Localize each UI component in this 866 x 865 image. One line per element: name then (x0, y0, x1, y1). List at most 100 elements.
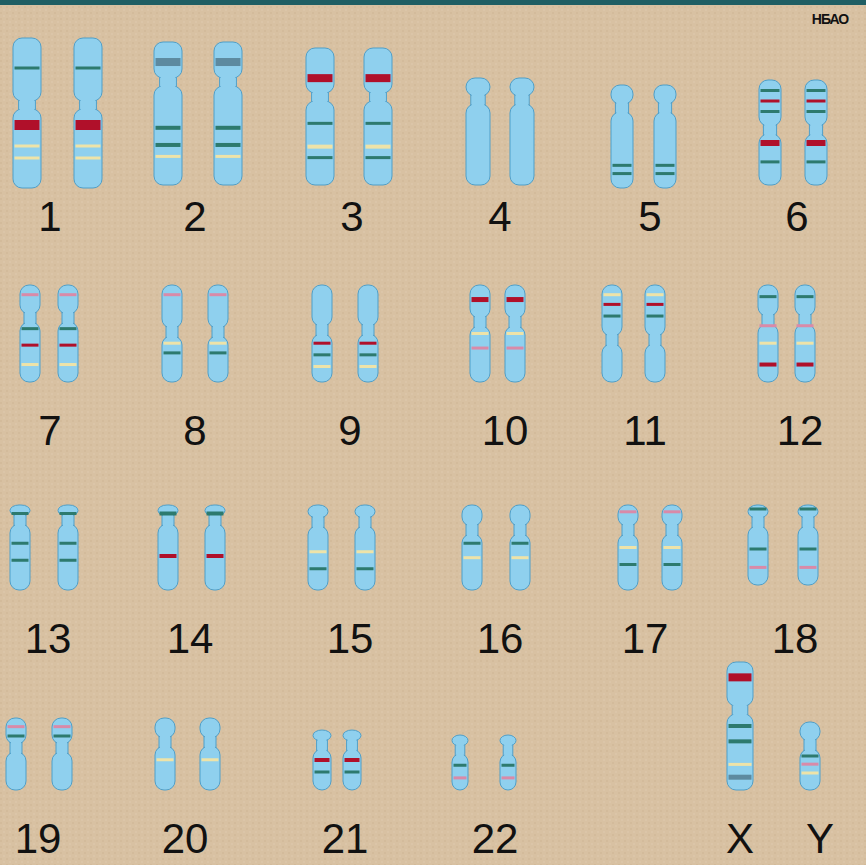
chromosome-band (604, 315, 621, 318)
p-arm (602, 285, 622, 336)
chromosome-band (761, 89, 780, 92)
q-arm (343, 749, 361, 790)
chromosome-band (797, 342, 814, 345)
chromosome-band (156, 126, 181, 130)
chromosome-band (729, 724, 752, 728)
chromosome-band (647, 315, 664, 318)
p-arm (618, 505, 638, 526)
chromosome-band (761, 160, 780, 163)
chromosome-band (15, 145, 40, 148)
chromatid (654, 85, 676, 188)
chromosome-band (76, 157, 101, 160)
chromosome-band (604, 293, 621, 296)
chromatid (662, 505, 682, 590)
centromere-fill (733, 704, 747, 716)
chromosome-band (454, 776, 467, 779)
chromatid (58, 505, 78, 590)
chromosome-band (207, 554, 224, 558)
chromosome-band (60, 327, 77, 330)
chromatid (313, 730, 331, 790)
chromosome-number: 8 (183, 410, 206, 452)
chromosome-number: Y (806, 818, 834, 860)
centromere (474, 315, 486, 329)
chromosome-band (761, 140, 780, 146)
chromosome-band (308, 122, 333, 125)
centromere-fill (221, 76, 236, 88)
chromosome-band (760, 324, 777, 327)
chromosome-band (314, 342, 331, 345)
p-arm (805, 80, 827, 126)
centromere-fill (516, 94, 528, 106)
chromosome-number: 6 (785, 196, 808, 238)
q-arm (313, 749, 331, 790)
chromosome-number: 17 (622, 618, 669, 660)
p-arm (462, 505, 482, 526)
chromosome-band (60, 344, 77, 347)
chromatid (618, 505, 638, 590)
centromere (802, 515, 814, 529)
chromosome-band (807, 89, 826, 92)
chromosome-band (807, 140, 826, 146)
p-arm (162, 285, 182, 328)
centromere-fill (475, 316, 485, 328)
chromosome-band (216, 155, 241, 158)
centromere (370, 90, 387, 104)
chromosome-number: 4 (488, 196, 511, 238)
q-arm (645, 344, 665, 382)
chromosome-band (60, 512, 77, 515)
q-arm (505, 326, 525, 382)
p-arm (759, 80, 781, 126)
q-arm (795, 324, 815, 382)
q-arm (6, 752, 26, 790)
chromosome-band (308, 74, 333, 82)
chromosome-band (315, 771, 330, 774)
q-arm (510, 534, 530, 590)
q-arm (662, 534, 682, 590)
q-arm (306, 101, 334, 185)
p-arm (654, 85, 676, 104)
chromatid (800, 722, 820, 790)
centromere-fill (205, 736, 215, 748)
q-arm (13, 109, 41, 188)
centromere-fill (163, 514, 173, 526)
chromosome-number: 13 (25, 618, 72, 660)
centromere (212, 325, 224, 339)
p-arm (306, 48, 334, 93)
chromatid (13, 38, 41, 188)
q-arm (358, 334, 378, 382)
chromosome-band (366, 122, 391, 125)
chromosome-band (507, 347, 524, 350)
chromosome-band (800, 508, 817, 511)
p-arm (58, 505, 78, 516)
centromere-fill (25, 312, 35, 324)
p-arm (74, 38, 102, 101)
chromatid (343, 730, 361, 790)
centromere (56, 741, 68, 755)
chromosome-band (360, 342, 377, 345)
chromosome-band (60, 293, 77, 296)
chromatid (58, 285, 78, 382)
chromatid (462, 505, 482, 590)
q-arm (470, 326, 490, 382)
chromosome-band (345, 771, 360, 774)
centromere-fill (11, 742, 21, 754)
centromere-fill (363, 324, 373, 336)
p-arm (158, 505, 178, 516)
centromere-fill (63, 312, 73, 324)
centromere (658, 101, 671, 115)
chromosome-number: 10 (482, 410, 529, 452)
centromere-fill (213, 326, 223, 338)
chromatid (758, 285, 778, 382)
chromosome-band (507, 332, 524, 335)
centromere-fill (456, 744, 464, 756)
centromere-fill (515, 524, 525, 536)
centromere-fill (57, 742, 67, 754)
chromosome-band (207, 512, 224, 516)
chromatid (306, 48, 334, 185)
centromere-fill (20, 99, 35, 111)
chromosome-band (464, 556, 481, 559)
centromere (606, 333, 618, 347)
centromere-fill (161, 76, 176, 88)
chromosome-band (656, 172, 675, 175)
